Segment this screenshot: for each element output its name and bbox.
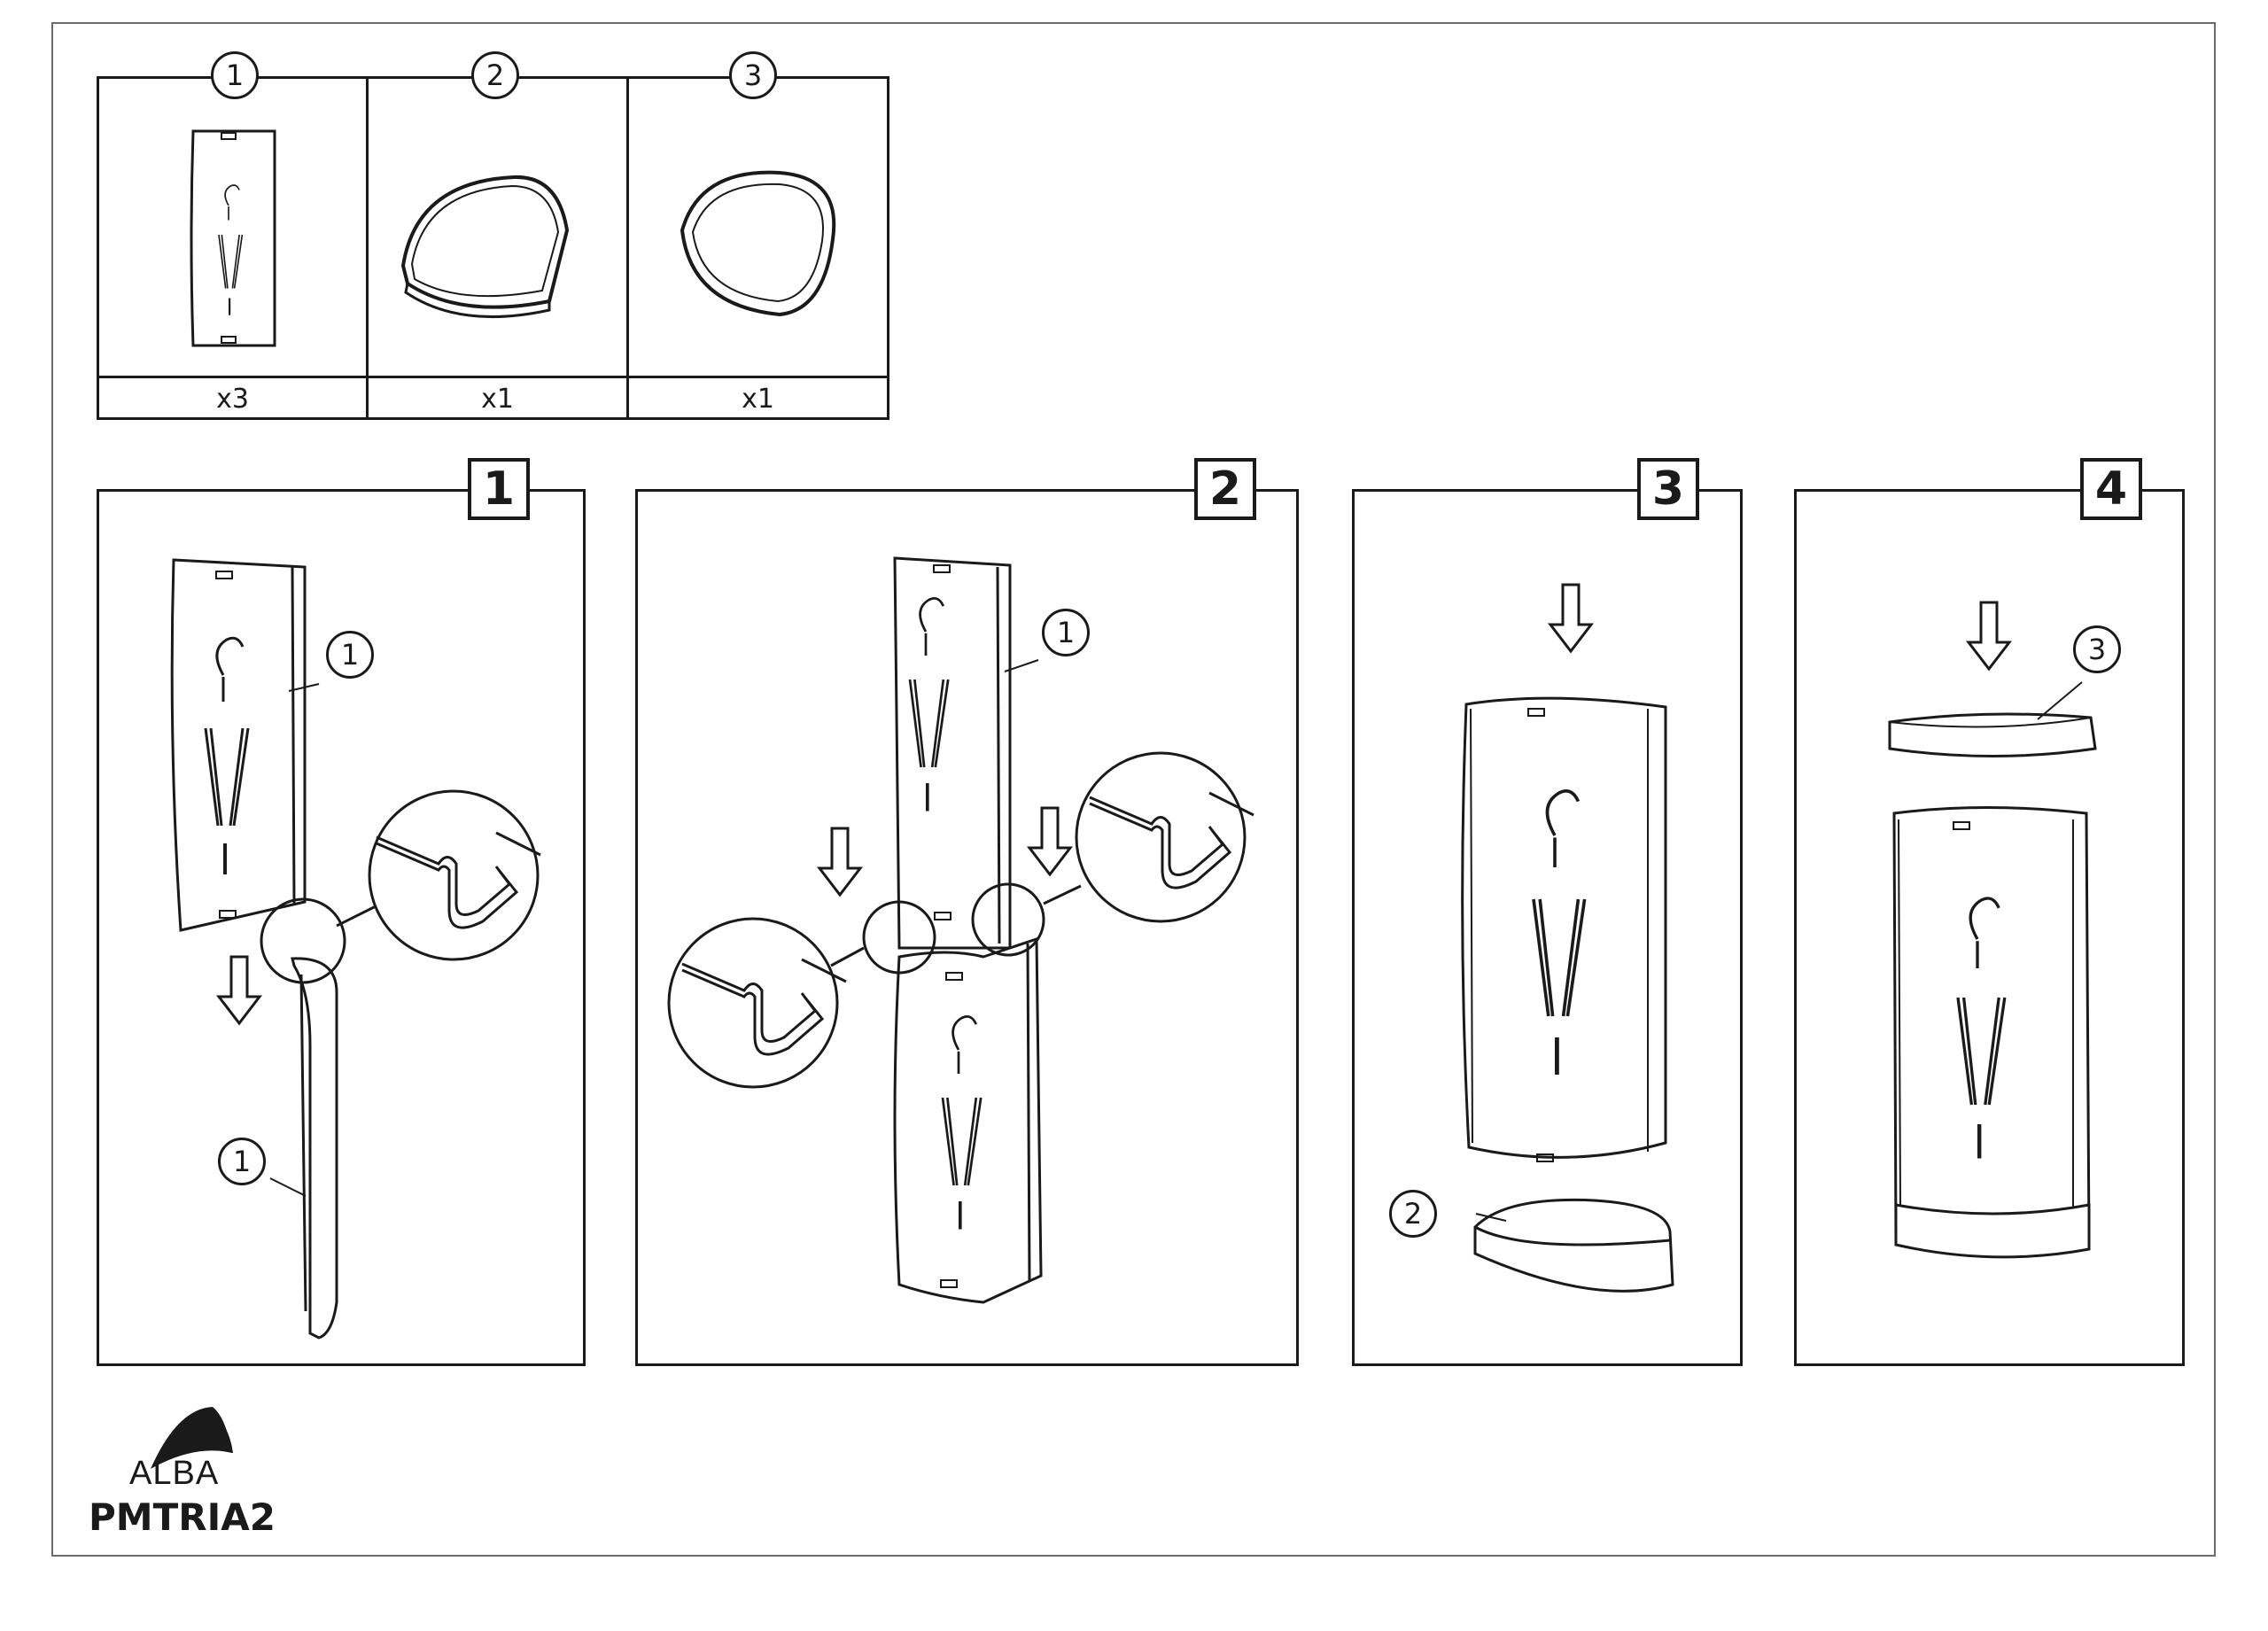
detail-magnifier-icon-right: [1075, 751, 1247, 923]
step-3-number: 3: [1637, 458, 1699, 520]
model-number: PMTRIA2: [89, 1495, 276, 1539]
parts-table: x3 x1 x1: [97, 76, 889, 420]
brand-name: ALBA: [129, 1455, 220, 1492]
part-1-number: 1: [211, 51, 259, 99]
quantity-row: x3 x1 x1: [99, 376, 887, 420]
step-4-panel: [1794, 489, 2185, 1366]
step-1-callout-bottom: 1: [218, 1138, 266, 1185]
alba-logo-icon: [151, 1407, 233, 1469]
step-4-number: 4: [2080, 458, 2142, 520]
step-1-callout-top: 1: [326, 631, 374, 679]
part-3-number: 3: [729, 51, 777, 99]
step-4-drawing: [1888, 601, 2097, 1259]
step-3-panel: [1352, 489, 1743, 1366]
part-3-drawing: [680, 170, 836, 317]
part-cell-1: [99, 79, 369, 376]
part-2-quantity: x1: [369, 378, 629, 420]
step-2-drawing: [667, 556, 1255, 1304]
step-1-number: 1: [468, 458, 530, 520]
step-1-panel: [97, 489, 586, 1366]
page-frame: [51, 22, 2216, 1557]
step-2-number: 2: [1194, 458, 1256, 520]
detail-magnifier-icon-left: [667, 917, 839, 1089]
step-2-callout: 1: [1042, 609, 1090, 656]
part-3-quantity: x1: [742, 384, 774, 415]
step-1-drawing: [170, 558, 542, 1340]
step-4-callout: 3: [2073, 625, 2121, 673]
step-3-callout: 2: [1389, 1190, 1437, 1238]
step-3-drawing: [1461, 583, 1674, 1293]
part-cell-2: [369, 79, 629, 376]
detail-magnifier-icon: [368, 789, 540, 961]
part-2-drawing: [400, 175, 570, 319]
part-1-quantity: x3: [99, 378, 369, 420]
step-2-panel: [635, 489, 1299, 1366]
part-2-number: 2: [471, 51, 519, 99]
part-1-drawing: [190, 129, 276, 347]
